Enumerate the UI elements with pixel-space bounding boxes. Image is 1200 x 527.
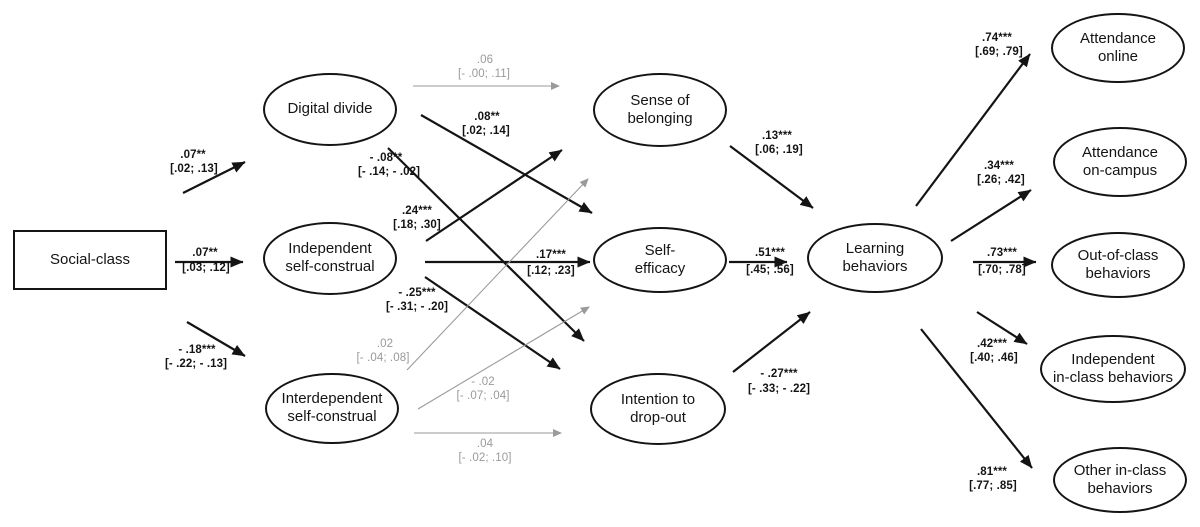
- edge-sb-lb-coef-label: .13***: [761, 130, 793, 142]
- node-self-efficacy-label-line: efficacy: [634, 260, 686, 277]
- node-learning-behaviors-label-line: Learning: [845, 240, 905, 257]
- edge-sb-lb: [729, 145, 814, 209]
- node-social-class: Social-class: [13, 230, 167, 290]
- edge-ido-lb: [732, 311, 811, 373]
- node-learning-behaviors-label-line: behaviors: [842, 258, 908, 275]
- edge-idsc-se-coef-label: - .02: [471, 376, 495, 388]
- edge-idsc-sb-coef-label: .02: [376, 338, 394, 350]
- edge-idsc-se: [417, 306, 590, 410]
- node-other-in-class-behaviors-label-line: behaviors: [1087, 480, 1153, 497]
- node-attendance-on-campus-label-line: on-campus: [1082, 162, 1158, 179]
- node-independent-in-class-behaviors-label-line: Independent: [1071, 351, 1155, 368]
- edge-lb-otherclass-coef-label: .81***: [976, 466, 1008, 478]
- edge-lb-indclass-coef-label: .42***: [976, 338, 1008, 350]
- edge-lb-indclass: [976, 311, 1028, 345]
- edge-isc-ido-coef-label: - .25***: [398, 287, 436, 299]
- node-self-efficacy-label-line: Self-: [644, 242, 676, 259]
- node-digital-divide: Digital divide: [263, 72, 397, 146]
- edge-idsc-sb: [406, 178, 589, 371]
- edge-sb-lb-ci-label: [.06; .19]: [755, 144, 803, 156]
- edge-sc-idsc-ci-label: [- .22; - .13]: [164, 358, 228, 370]
- edge-lb-online-ci-label: [.69; .79]: [975, 46, 1023, 58]
- edge-lb-oncampus-coef-label: .34***: [983, 160, 1015, 172]
- edge-lb-otherclass-ci-label: [.77; .85]: [969, 480, 1017, 492]
- edge-sc-dd: [182, 161, 246, 194]
- edge-dd-ido-coef-label: - .08**: [369, 152, 403, 164]
- node-independent-self-construal-label-line: Independent: [288, 240, 372, 257]
- edge-ido-lb-coef-label: - .27***: [760, 368, 798, 380]
- edge-se-lb-ci-label: [.45; .56]: [746, 264, 794, 276]
- node-independent-self-construal-label-line: self-construal: [285, 258, 375, 275]
- node-intention-to-drop-out-label-line: drop-out: [630, 409, 686, 426]
- edge-lb-oncampus: [950, 189, 1032, 242]
- edge-dd-se: [420, 114, 593, 214]
- node-out-of-class-behaviors-label-line: behaviors: [1085, 265, 1151, 282]
- edge-lb-online-coef-label: .74***: [981, 32, 1013, 44]
- edge-sc-isc-ci-label: [.03; .12]: [182, 262, 230, 274]
- edge-idsc-ido-coef-label: .04: [476, 438, 494, 450]
- edge-dd-ido-ci-label: [- .14; - .02]: [357, 166, 421, 178]
- edge-isc-sb: [425, 149, 563, 242]
- node-interdependent-self-construal-label-line: self-construal: [287, 408, 377, 425]
- edge-sc-isc-coef-label: .07**: [192, 247, 218, 259]
- node-sense-of-belonging-label-line: Sense of: [630, 92, 690, 109]
- node-sense-of-belonging-label-line: belonging: [627, 110, 693, 127]
- node-intention-to-drop-out-label-line: Intention to: [620, 391, 696, 408]
- edge-sc-idsc-coef-label: - .18***: [178, 344, 216, 356]
- edge-dd-sb-coef-label: .06: [476, 54, 494, 66]
- edge-lb-online: [915, 53, 1031, 207]
- edge-se-lb-coef-label: .51***: [754, 247, 786, 259]
- edge-isc-se-coef-label: .17***: [535, 249, 567, 261]
- edge-sc-dd-coef-label: .07**: [180, 149, 206, 161]
- node-other-in-class-behaviors-label-line: Other in-class: [1073, 462, 1167, 479]
- edge-dd-ido: [387, 147, 585, 342]
- edge-lb-outofclass-ci-label: [.70; .78]: [978, 264, 1026, 276]
- edge-lb-indclass-ci-label: [.40; .46]: [970, 352, 1018, 364]
- node-social-class-label-line: Social-class: [49, 251, 131, 268]
- edge-dd-se-coef-label: .08**: [474, 111, 500, 123]
- node-attendance-on-campus-label-line: Attendance: [1082, 144, 1158, 161]
- edge-lb-oncampus-ci-label: [.26; .42]: [977, 174, 1025, 186]
- node-interdependent-self-construal-label-line: Interdependent: [281, 390, 383, 407]
- edge-isc-sb-coef-label: .24***: [401, 205, 433, 217]
- node-out-of-class-behaviors-label-line: Out-of-class: [1077, 247, 1159, 264]
- edge-idsc-ido-ci-label: [- .02; .10]: [458, 452, 512, 464]
- node-attendance-online-label-line: Attendance: [1080, 30, 1156, 47]
- edge-sc-idsc: [186, 321, 246, 357]
- node-independent-in-class-behaviors-label-line: in-class behaviors: [1052, 369, 1174, 386]
- edge-dd-sb-ci-label: [- .00; .11]: [457, 68, 511, 80]
- node-attendance-online-label-line: online: [1097, 48, 1139, 65]
- node-self-efficacy: Self-efficacy: [593, 227, 727, 293]
- edge-idsc-se-ci-label: [- .07; .04]: [456, 390, 510, 402]
- edge-dd-se-ci-label: [.02; .14]: [462, 125, 510, 137]
- edge-idsc-sb-ci-label: [- .04; .08]: [356, 352, 410, 364]
- node-digital-divide-label-line: Digital divide: [287, 100, 373, 117]
- edge-isc-ido: [424, 276, 561, 370]
- edge-isc-sb-ci-label: [.18; .30]: [393, 219, 441, 231]
- edge-isc-ido-ci-label: [- .31; - .20]: [385, 301, 449, 313]
- edge-lb-outofclass-coef-label: .73***: [986, 247, 1018, 259]
- edge-ido-lb-ci-label: [- .33; - .22]: [747, 383, 811, 395]
- edge-isc-se-ci-label: [.12; .23]: [527, 265, 575, 277]
- edge-sc-dd-ci-label: [.02; .13]: [170, 163, 218, 175]
- edge-lb-otherclass: [920, 328, 1033, 469]
